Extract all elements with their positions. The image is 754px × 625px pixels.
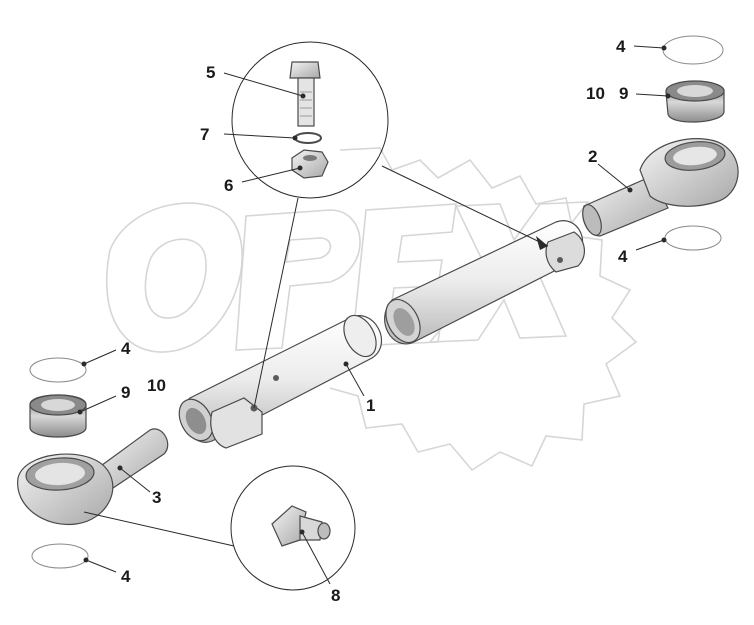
bushing-icon — [665, 80, 725, 123]
leader-lines — [77, 45, 671, 585]
callout-2: 2 — [588, 147, 597, 166]
callout-3: 3 — [152, 488, 161, 507]
grease-fitting-icon — [271, 505, 331, 547]
callout-4-top: 4 — [616, 37, 626, 56]
bushing-icon — [29, 394, 87, 438]
callout-6: 6 — [224, 176, 233, 195]
callout-labels: 1 2 3 4 4 4 4 5 6 7 8 9 9 10 10 — [121, 37, 628, 605]
bolt-icon — [289, 61, 321, 127]
eye-bolt-icon — [17, 428, 169, 526]
callout-4-right: 4 — [618, 247, 628, 266]
tube-icon — [178, 220, 585, 449]
callout-4-left: 4 — [121, 339, 131, 358]
callout-10-left: 10 — [147, 376, 166, 395]
callout-9-top: 9 — [619, 84, 628, 103]
watermark-O — [105, 202, 243, 353]
detail-circle-grease-fitting — [230, 465, 356, 591]
washer-icon — [294, 132, 322, 144]
watermark-X — [428, 201, 590, 343]
callout-8: 8 — [331, 586, 340, 605]
callout-7: 7 — [200, 125, 209, 144]
nut-icon — [291, 149, 329, 179]
watermark-gear — [329, 147, 638, 472]
ring-icon — [29, 35, 724, 569]
callout-5: 5 — [206, 63, 215, 82]
eye-bolt-icon — [582, 138, 739, 237]
callout-10-top: 10 — [586, 84, 605, 103]
callout-1: 1 — [366, 396, 375, 415]
callout-9-left: 9 — [121, 383, 130, 402]
detail-circle-fasteners — [231, 41, 389, 199]
watermark-P — [235, 209, 361, 351]
callout-4-bottom: 4 — [121, 567, 131, 586]
